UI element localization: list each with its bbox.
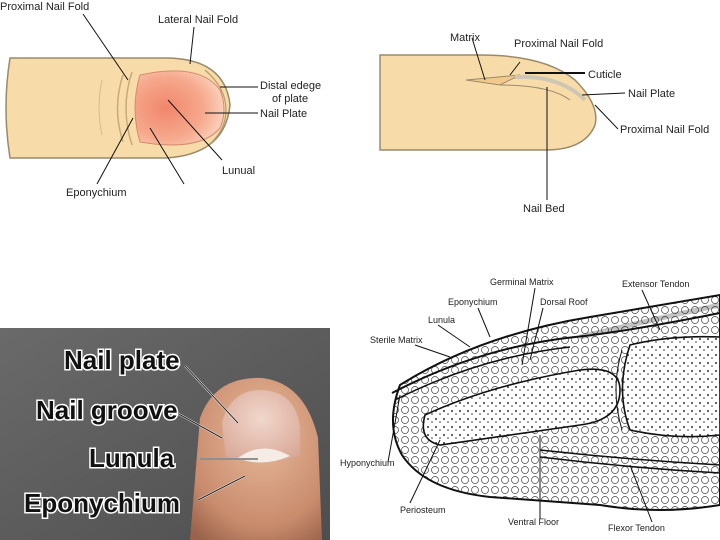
label-periosteum: Periosteum	[400, 505, 446, 515]
label-lunual: Lunual	[222, 165, 255, 177]
photo-label-nail-plate: Nail plate	[64, 345, 180, 375]
nail-sagittal-anatomy-diagram: Germinal Matrix Extensor Tendon Eponychi…	[330, 265, 720, 540]
label-sterile-matrix: Sterile Matrix	[370, 335, 423, 345]
nail-plate-layer	[391, 312, 720, 394]
middle-phalanx	[621, 335, 720, 438]
label-of-plate: of plate	[272, 93, 308, 105]
thumb-photo: Nail plate Nail groove Lunula Eponychium	[0, 328, 330, 540]
label-lateral-nail-fold: Lateral Nail Fold	[158, 14, 238, 26]
matrix-shape	[465, 74, 521, 86]
label-matrix: Matrix	[450, 32, 480, 44]
label-extensor-tendon: Extensor Tendon	[622, 279, 689, 289]
label-flexor-tendon: Flexor Tendon	[608, 523, 665, 533]
label-nail-plate: Nail Plate	[260, 108, 307, 120]
finger-side-shape	[379, 54, 597, 151]
label-eponychium-anatomy: Eponychium	[448, 297, 498, 307]
photo-label-lunula: Lunula	[89, 443, 175, 473]
label-dorsal-roof: Dorsal Roof	[540, 297, 588, 307]
proximal-fold-line	[116, 74, 124, 143]
label-lunula-anatomy: Lunula	[428, 315, 455, 325]
finger-top-view-diagram: Proximal Nail Fold Lateral Nail Fold Dis…	[0, 0, 330, 215]
label-proximal-nail-fold-bottom: Proximal Nail Fold	[620, 124, 709, 136]
photo-nail-plate	[222, 390, 300, 462]
label-hyponychium: Hyponychium	[340, 458, 395, 468]
label-proximal-nail-fold-top: Proximal Nail Fold	[514, 38, 603, 50]
photo-label-nail-groove: Nail groove	[36, 395, 178, 425]
nail-plate-shape	[134, 70, 225, 146]
label-cuticle: Cuticle	[588, 69, 622, 81]
label-eponychium: Eponychium	[66, 187, 127, 199]
label-distal-edge: Distal edege	[260, 80, 321, 92]
flexor-tendon	[539, 449, 720, 466]
finger-side-section-diagram: Matrix Proximal Nail Fold Cuticle Nail P…	[370, 25, 720, 225]
photo-label-eponychium: Eponychium	[24, 488, 180, 518]
label-germinal-matrix: Germinal Matrix	[490, 277, 554, 287]
distal-phalanx	[422, 368, 621, 446]
extensor-tendon	[579, 302, 720, 340]
label-nail-bed: Nail Bed	[523, 203, 565, 215]
label-proximal-nail-fold: Proximal Nail Fold	[0, 1, 89, 13]
nail-plate-side	[514, 74, 587, 102]
label-nail-plate-side: Nail Plate	[628, 88, 675, 100]
label-ventral-floor: Ventral Floor	[508, 517, 559, 527]
